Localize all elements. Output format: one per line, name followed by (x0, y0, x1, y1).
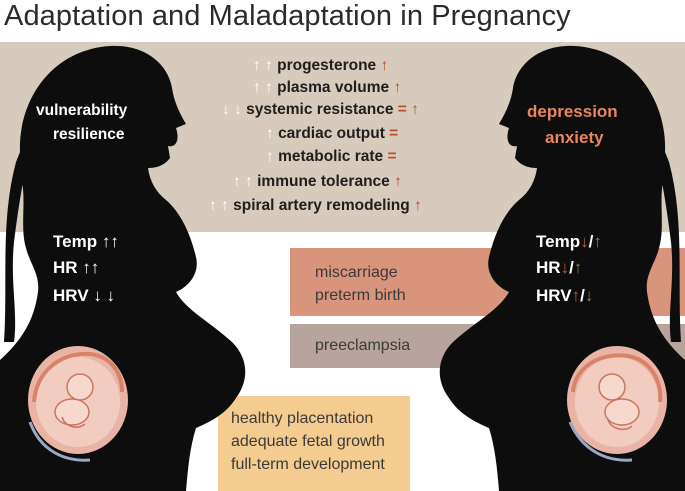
down-arrow-icon: ↓ (560, 258, 570, 277)
preterm-birth-label: preterm birth (315, 287, 406, 304)
trend-indicator: = (389, 125, 399, 142)
up-arrow-icon: ↑ (593, 232, 602, 251)
up-arrows-icon: ↑ ↑ (209, 197, 229, 214)
left-temp-metric: Temp ↑↑ (53, 232, 119, 252)
adaptation-item: ↑ ↑ spiral artery remodeling ↑ (209, 197, 422, 215)
adaptation-item: ↓ ↓ systemic resistance = ↑ (222, 101, 419, 119)
right-hr-metric: HR↓/↑ (536, 258, 582, 278)
adaptation-item: ↑ metabolic rate = (266, 148, 397, 166)
page-title: Adaptation and Maladaptation in Pregnanc… (4, 0, 571, 32)
right-fetus-icon (567, 346, 667, 462)
up-arrow-icon: ↑ (571, 286, 581, 305)
trend-indicator: ↑ (394, 173, 402, 190)
left-fetus-icon (28, 346, 128, 462)
separator: / (580, 286, 585, 305)
trend-indicator: = ↑ (397, 101, 419, 118)
adaptation-label: immune tolerance (257, 173, 390, 190)
right-temp-metric: Temp↓/↑ (536, 232, 602, 252)
full-term-label: full-term development (231, 456, 385, 473)
left-hrv-metric: HRV ↓ ↓ (53, 286, 115, 306)
down-arrow-icon: ↓ (584, 286, 594, 305)
silhouettes-layer (0, 45, 685, 491)
left-hr-metric: HR ↑↑ (53, 258, 99, 278)
trend-indicator: ↑ (414, 197, 422, 214)
vulnerability-label: vulnerability (36, 102, 128, 119)
healthy-placentation-label: healthy placentation (231, 410, 374, 427)
preeclampsia-label: preeclampsia (315, 337, 411, 354)
miscarriage-label: miscarriage (315, 264, 398, 281)
down-arrow-icon: ↓ (580, 232, 589, 251)
up-arrows-icon: ↑ ↑ (233, 173, 253, 190)
separator: / (588, 232, 594, 251)
adaptation-label: progesterone (277, 57, 377, 74)
down-arrows-icon: ↓ ↓ (93, 286, 116, 305)
metric-name: HRV (53, 286, 89, 305)
adaptation-label: systemic resistance (246, 101, 394, 118)
up-arrows-icon: ↑ ↑ (253, 57, 273, 74)
metric-name: HRV (536, 286, 572, 305)
adaptation-label: plasma volume (277, 79, 390, 96)
down-arrows-icon: ↓ ↓ (222, 101, 242, 118)
adaptation-item: ↑ ↑ progesterone ↑ (253, 57, 388, 75)
fetal-growth-label: adequate fetal growth (231, 433, 385, 450)
adaptation-label: metabolic rate (278, 148, 384, 165)
resilience-label: resilience (53, 126, 125, 143)
depression-label: depression (527, 102, 618, 121)
metric-name: Temp (53, 232, 98, 251)
right-hrv-metric: HRV↑/↓ (536, 286, 593, 306)
trend-indicator: = (387, 148, 397, 165)
up-arrows-icon: ↑↑ (82, 258, 100, 277)
separator: / (569, 258, 574, 277)
up-arrows-icon: ↑ ↑ (253, 79, 273, 96)
adaptation-label: cardiac output (278, 125, 385, 142)
anxiety-label: anxiety (545, 128, 604, 147)
adaptation-item: ↑ cardiac output = (266, 125, 398, 143)
up-arrow-icon: ↑ (573, 258, 583, 277)
up-arrow-icon: ↑ (266, 148, 274, 165)
metric-name: HR (536, 258, 561, 277)
up-arrow-icon: ↑ (266, 125, 274, 142)
healthy-outcome-box: healthy placentation adequate fetal grow… (218, 396, 410, 491)
trend-indicator: ↑ (393, 79, 402, 96)
diagram-frame: miscarriage preterm birth preeclampsia h… (0, 42, 685, 491)
adaptation-label: spiral artery remodeling (233, 197, 410, 214)
adaptation-item: ↑ ↑ plasma volume ↑ (253, 79, 401, 97)
up-arrows-icon: ↑↑ (101, 232, 119, 251)
adaptation-item: ↑ ↑ immune tolerance ↑ (233, 173, 402, 191)
metric-name: HR (53, 258, 78, 277)
trend-indicator: ↑ (380, 57, 389, 74)
metric-name: Temp (536, 232, 581, 251)
